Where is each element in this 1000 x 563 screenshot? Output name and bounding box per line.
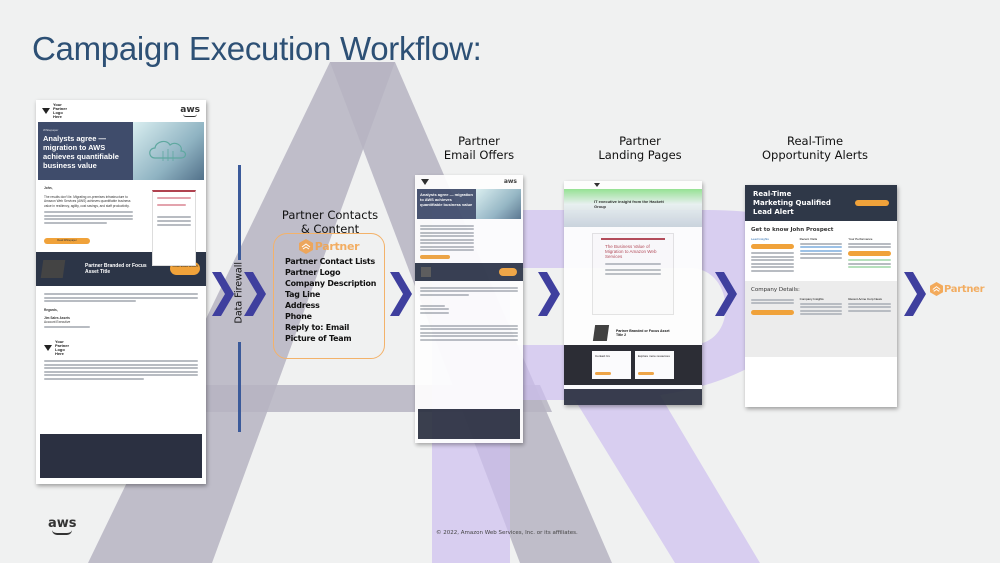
landing-footer: [564, 389, 702, 405]
hero-headline: Analysts agree — migration to AWS achiev…: [43, 134, 119, 170]
stage-label-opportunity-alerts: Real-Time Opportunity Alerts: [761, 134, 869, 162]
landing-page-thumbnail: IT executive insight from the Hackett Gr…: [564, 181, 702, 405]
partner-logo-icon: [44, 345, 52, 351]
partner-logo-placeholder: Your Partner Logo Here: [42, 103, 71, 119]
alert-title: Real-Time Marketing Qualified Lead Alert: [753, 189, 831, 216]
email-offer-thumbnail: aws Analysts agree — migration to AWS ac…: [415, 175, 523, 443]
aws-smile-icon: [52, 530, 73, 535]
contact-us-card[interactable]: Contact Us: [592, 351, 631, 379]
landing-cards-section: Contact Us Explore more resources: [564, 345, 702, 385]
chevron-right-icon: [244, 272, 266, 316]
chevron-right-icon: [212, 272, 234, 316]
view-lead-button[interactable]: [855, 200, 889, 206]
your-performance-column: Your Performance: [848, 237, 892, 273]
email-regards: Regards,: [44, 308, 58, 312]
stage-label-email-offers: Partner Email Offers: [443, 134, 515, 162]
banner-title: Partner Branded or Focus Asset Title: [85, 262, 147, 275]
aws-logo: aws: [503, 178, 517, 185]
stage-label-landing-pages: Partner Landing Pages: [598, 134, 682, 162]
contacts-list-item: Company Description: [285, 279, 377, 288]
cloud-circuit-icon: [149, 140, 187, 161]
aws-logo: aws: [180, 104, 200, 117]
email-header: Your Partner Logo Here aws: [36, 100, 206, 122]
asset-book-icon: [592, 325, 610, 341]
aws-footer-logo: aws: [48, 517, 77, 535]
email-footer: [418, 409, 520, 439]
copyright-text: © 2022, Amazon Web Services, Inc. or its…: [436, 530, 578, 536]
opportunity-alert-thumbnail: Real-Time Marketing Qualified Lead Alert…: [745, 185, 897, 407]
partner-logo-icon: [42, 108, 50, 114]
partner-hex-icon: [930, 282, 943, 296]
signer-title: Account Executive: [44, 320, 71, 324]
landing-document-preview: The Business Value of Migration to Amazo…: [592, 233, 674, 315]
view-company-insights-button[interactable]: [751, 310, 794, 315]
email-footer: [40, 434, 202, 478]
page-title: Campaign Execution Workflow:: [32, 30, 482, 67]
contacts-list-item: Phone: [285, 312, 312, 321]
lead-insights-column: Lead Insights: [751, 237, 794, 273]
email-body: John, The results don't lie. Migrating o…: [36, 180, 206, 266]
partner-logo-icon: [421, 179, 429, 185]
read-whitepaper-button[interactable]: [420, 255, 450, 259]
contacts-list-item: Partner Logo: [285, 268, 341, 277]
recent-visits-column: Recent Visits: [799, 237, 843, 273]
landing-hero: IT executive insight from the Hackett Gr…: [564, 189, 702, 227]
contacts-list-item: Tag Line: [285, 290, 321, 299]
chevron-right-icon: [390, 272, 412, 316]
data-firewall-line-bottom: [238, 342, 241, 432]
source-email-thumbnail: Your Partner Logo Here aws Whitepaper An…: [36, 100, 206, 484]
partner-hex-icon: [298, 239, 313, 254]
contacts-list-item: Address: [285, 301, 320, 310]
hero-kicker: Whitepaper: [43, 128, 59, 132]
asset-banner: [415, 263, 523, 281]
chevron-right-icon: [715, 272, 737, 316]
partner-logo-final: Partner: [930, 282, 985, 296]
stage-label-partner-contacts: Partner Contacts & Content: [281, 208, 379, 236]
chevron-right-icon: [538, 272, 560, 316]
landing-headline: IT executive insight from the Hackett Gr…: [594, 199, 664, 209]
explore-resources-card[interactable]: Explore more resources: [635, 351, 674, 379]
email-hero: Whitepaper Analysts agree — migration to…: [38, 122, 204, 180]
contacts-list-item: Picture of Team: [285, 334, 352, 343]
landing-doc-title: The Business Value of Migration to Amazo…: [605, 244, 657, 259]
whitepaper-preview: [152, 190, 196, 266]
read-whitepaper-button[interactable]: Read Whitepaper: [44, 237, 90, 244]
email-body-lead: The results don't lie. Migrating on-prem…: [44, 194, 131, 208]
hero-headline: Analysts agree — migration to AWS achiev…: [420, 192, 473, 207]
contacts-list-item: Reply to: Email: [285, 323, 350, 332]
chevron-right-icon: [904, 272, 926, 316]
alert-subtitle: Get to know John Prospect: [751, 227, 834, 233]
email-greeting: John,: [44, 186, 53, 190]
company-details-section: Company Details: Company Insights Recent…: [745, 281, 897, 357]
data-firewall-label: Data Firewall: [233, 261, 245, 324]
signer-name: Jim Sales Assets: [44, 315, 70, 320]
landing-asset-title: Partner Branded or Focus Asset Title 2: [616, 329, 670, 337]
alert-header: Real-Time Marketing Qualified Lead Alert: [745, 185, 897, 221]
partner-contacts-box: Partner Partner Contact Lists Partner Lo…: [273, 233, 385, 359]
partner-logo-icon: [594, 183, 600, 187]
contacts-list: Partner Contact Lists Partner Logo Compa…: [285, 256, 384, 344]
partner-logo: Partner: [274, 239, 384, 254]
contacts-list-item: Partner Contact Lists: [285, 257, 375, 266]
data-firewall-line-top: [238, 165, 241, 260]
asset-book-icon: [40, 259, 66, 278]
